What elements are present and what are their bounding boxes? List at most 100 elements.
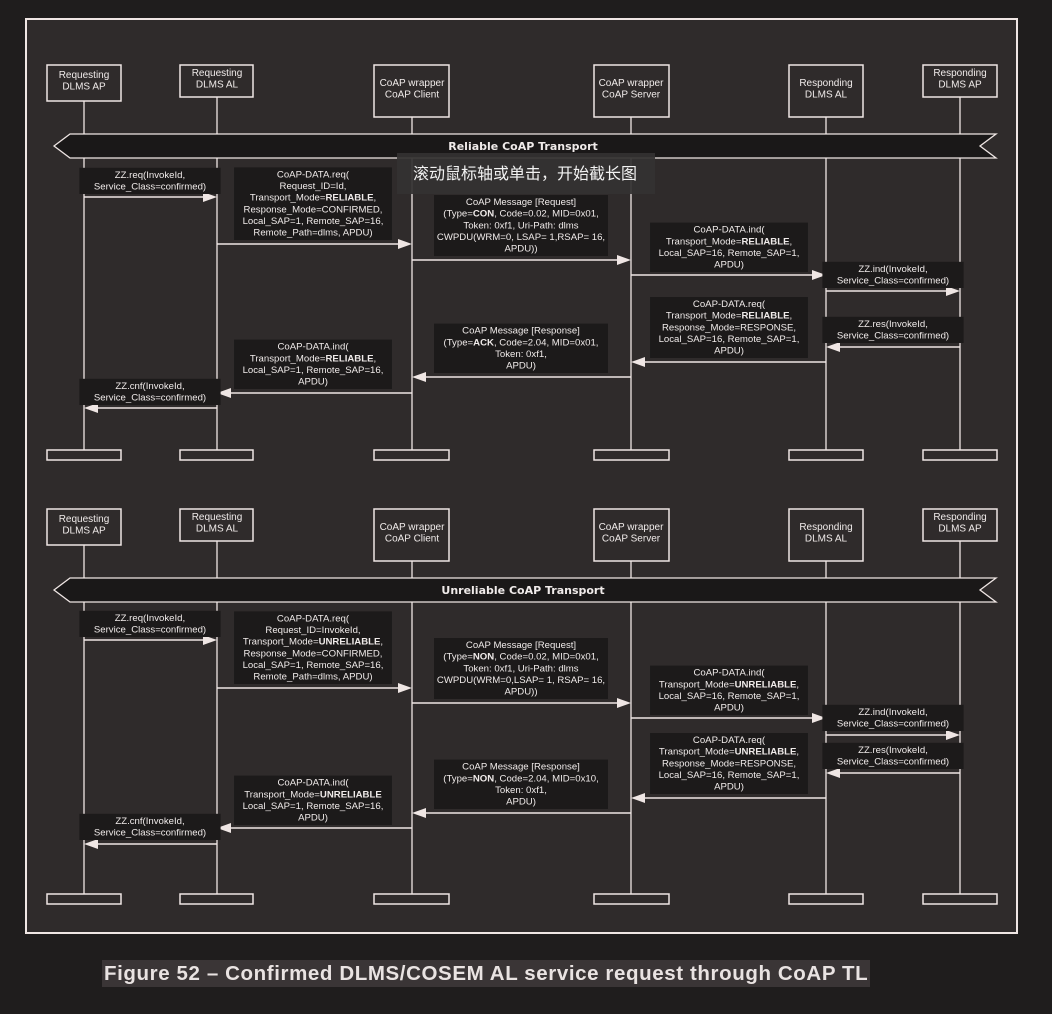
screenshot-toast[interactable]: 滚动鼠标轴或单击，开始截长图 <box>397 153 655 194</box>
participant-end-box <box>179 893 254 905</box>
participant-box <box>922 508 998 542</box>
participant-label: Responding <box>799 522 852 533</box>
message: CoAP-DATA.ind(Transport_Mode=UNRELIABLE,… <box>631 665 826 723</box>
message-label-line: Request_ID=InvokeId, <box>265 625 360 636</box>
message-label-line: CWPDU(WRM=0, LSAP= 1,RSAP= 16, <box>437 232 605 243</box>
message-label-line: CoAP-DATA.ind( <box>693 668 765 679</box>
participant-label: CoAP Server <box>602 90 661 101</box>
message-label-bg <box>79 610 221 637</box>
message: CoAP-DATA.req(Request_ID=InvokeId,Transp… <box>217 611 412 693</box>
message: CoAP Message [Response](Type=ACK, Code=2… <box>412 323 631 382</box>
message: CoAP Message [Response](Type=NON, Code=2… <box>412 759 631 818</box>
participant-box <box>593 508 670 562</box>
message-label-line: Local_SAP=1, Remote_SAP=16, <box>243 216 384 227</box>
message-label-line: Transport_Mode=UNRELIABLE <box>244 789 382 800</box>
message-label-line: ZZ.cnf(InvokeId, <box>115 381 184 392</box>
message: ZZ.res(InvokeId,Service_Class=confirmed) <box>822 316 964 352</box>
arrowhead-icon <box>398 683 412 693</box>
message-label-line: Service_Class=confirmed) <box>837 757 949 768</box>
participant-label: DLMS AL <box>805 534 848 545</box>
message-label-line: Transport_Mode=UNRELIABLE, <box>659 679 799 690</box>
message-label-line: APDU) <box>506 361 536 372</box>
transport-band <box>52 133 998 159</box>
message-label-line: CoAP-DATA.req( <box>693 735 766 746</box>
message-label-line: Transport_Mode=RELIABLE, <box>250 353 376 364</box>
message-label-line: Transport_Mode=RELIABLE, <box>250 193 376 204</box>
message-label-bg <box>822 316 964 343</box>
message-label-bg <box>234 611 392 684</box>
message-label-line: Local_SAP=1, Remote_SAP=16, <box>243 365 384 376</box>
message: ZZ.cnf(InvokeId,Service_Class=confirmed) <box>79 813 221 849</box>
message-label-line: Local_SAP=16, Remote_SAP=1, <box>659 691 800 702</box>
arrowhead-icon <box>946 286 960 296</box>
message-label-line: APDU) <box>506 797 536 808</box>
message: CoAP-DATA.ind(Transport_Mode=RELIABLE,Lo… <box>631 222 826 280</box>
message-label-bg <box>434 638 608 699</box>
message: CoAP Message [Request](Type=CON, Code=0.… <box>412 195 631 265</box>
message: ZZ.ind(InvokeId,Service_Class=confirmed) <box>822 261 964 296</box>
participant-end-box <box>922 449 998 461</box>
participant-label: CoAP Client <box>385 90 440 101</box>
arrowhead-icon <box>826 342 840 352</box>
participant-box <box>788 64 864 118</box>
participant-label: CoAP wrapper <box>380 78 446 89</box>
arrowhead-icon <box>617 698 631 708</box>
arrowhead-icon <box>203 635 217 645</box>
message-label-line: (Type=NON, Code=0.02, MID=0x01, <box>443 652 598 663</box>
message-label-line: CoAP Message [Response] <box>462 762 580 773</box>
message-label-bg <box>79 813 221 840</box>
message-label-line: Token: 0xf1, <box>495 785 547 796</box>
arrowhead-icon <box>631 357 645 367</box>
participant-label: Responding <box>933 68 986 79</box>
participant-end-box <box>46 893 122 905</box>
arrowhead-icon <box>217 388 231 398</box>
participant-end-box <box>179 449 254 461</box>
message-label-line: Transport_Mode=RELIABLE, <box>666 236 792 247</box>
message-label-bg <box>650 297 808 358</box>
message-label-line: CoAP-DATA.ind( <box>693 225 765 236</box>
message-label-line: Transport_Mode=UNRELIABLE, <box>243 637 383 648</box>
arrowhead-icon <box>217 823 231 833</box>
participant-label: CoAP wrapper <box>599 78 665 89</box>
message-label-line: CoAP Message [Response] <box>462 326 580 337</box>
participant-label: Responding <box>933 512 986 523</box>
message-label-bg <box>822 742 964 769</box>
participant-end-box <box>593 449 670 461</box>
participant-label: DLMS AL <box>805 90 848 101</box>
message-label-line: CoAP Message [Request] <box>466 197 576 208</box>
arrowhead-icon <box>398 239 412 249</box>
message-label-line: Token: 0xf1, <box>495 349 547 360</box>
participant-label: Responding <box>799 78 852 89</box>
message-label-line: Service_Class=confirmed) <box>837 276 949 287</box>
message-label-line: APDU) <box>714 260 744 271</box>
participant-box <box>179 64 254 98</box>
participant-label: DLMS AL <box>196 80 239 91</box>
message-label-line: (Type=CON, Code=0.02, MID=0x01, <box>443 209 598 220</box>
participant-end-box <box>373 893 450 905</box>
participant-box <box>788 508 864 562</box>
message-label-line: CoAP-DATA.ind( <box>277 778 349 789</box>
message-label-bg <box>822 261 964 288</box>
participant-label: DLMS AP <box>938 524 982 535</box>
message-label-line: ZZ.req(InvokeId, <box>115 613 185 624</box>
message-label-line: Transport_Mode=RELIABLE, <box>666 311 792 322</box>
message: CoAP Message [Request](Type=NON, Code=0.… <box>412 638 631 708</box>
message-label-line: Service_Class=confirmed) <box>94 393 206 404</box>
message-label-line: CoAP-DATA.req( <box>277 170 350 181</box>
message: ZZ.cnf(InvokeId,Service_Class=confirmed) <box>79 378 221 413</box>
message-label-line: APDU)) <box>504 244 537 255</box>
message-label-bg <box>234 339 392 389</box>
message: CoAP-DATA.req(Transport_Mode=RELIABLE,Re… <box>631 297 826 367</box>
message-label-bg <box>434 195 608 256</box>
participant-end-box <box>46 449 122 461</box>
message-label-line: CWPDU(WRM=0,LSAP= 1, RSAP= 16, <box>437 675 605 686</box>
transport-label: Reliable CoAP Transport <box>448 140 598 153</box>
message-label-bg <box>650 733 808 794</box>
message-label-line: Service_Class=confirmed) <box>94 625 206 636</box>
participant-end-box <box>788 893 864 905</box>
transport-label: Unreliable CoAP Transport <box>441 584 604 597</box>
message: ZZ.req(InvokeId,Service_Class=confirmed) <box>79 610 221 645</box>
message-label-line: Local_SAP=1, Remote_SAP=16, <box>243 660 384 671</box>
message-label-line: Local_SAP=16, Remote_SAP=1, <box>659 770 800 781</box>
